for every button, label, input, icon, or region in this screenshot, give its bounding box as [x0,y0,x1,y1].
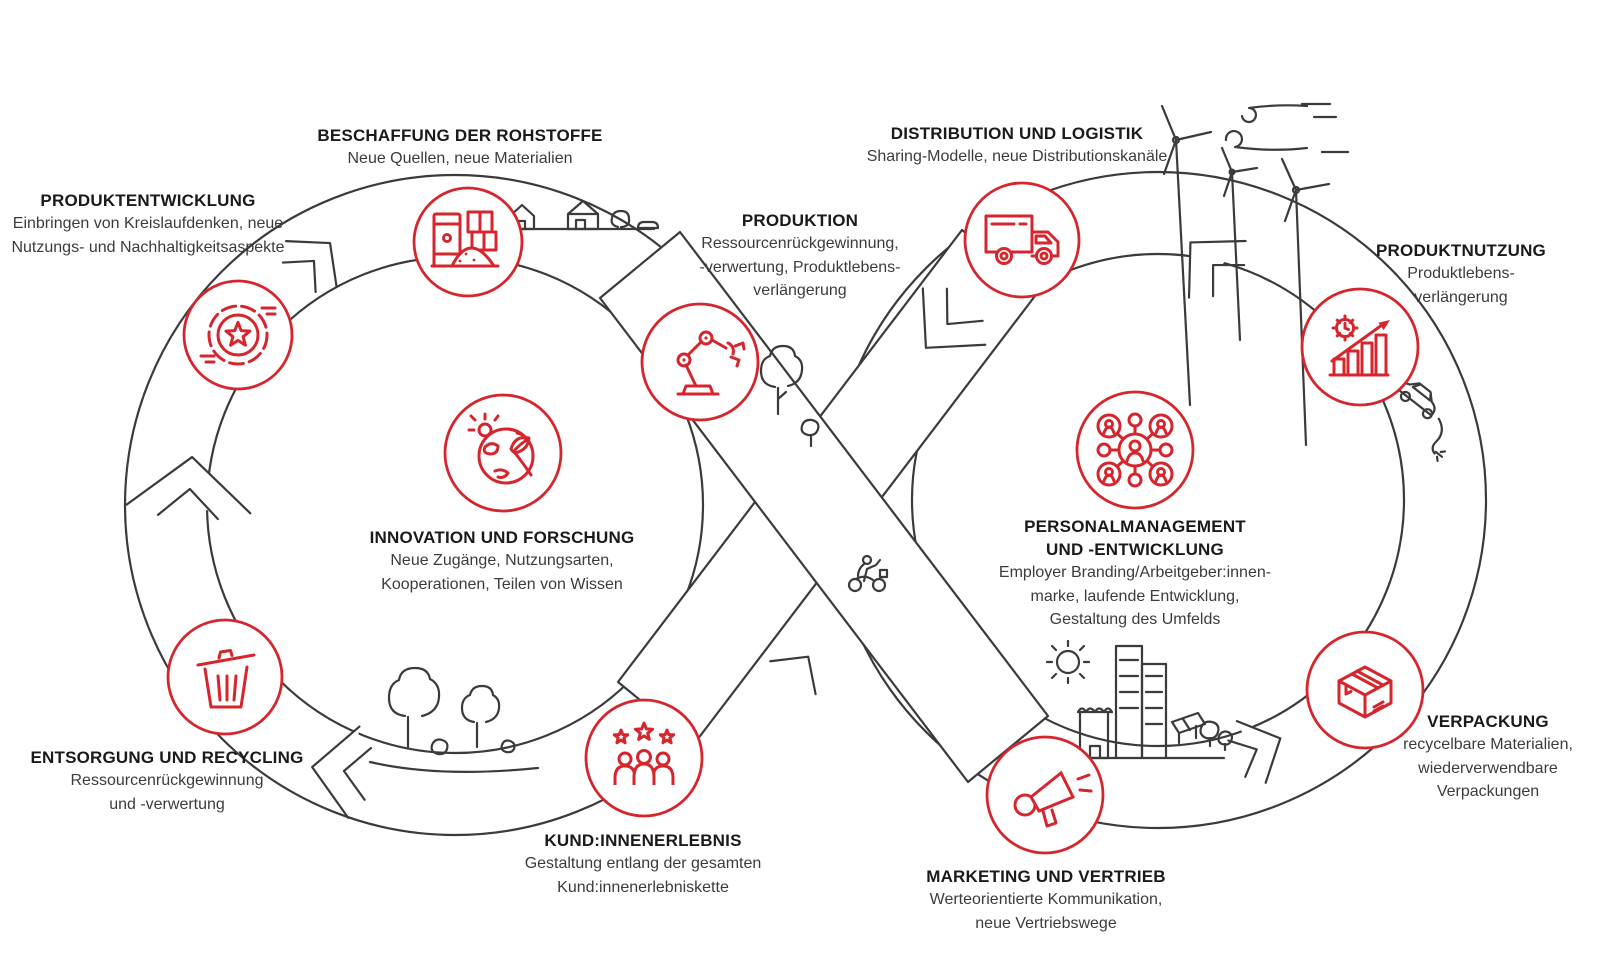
node-label-personalmanagement: PERSONALMANAGEMENT UND -ENTWICKLUNG Empl… [955,515,1315,632]
wind-turbine-icon [1160,104,1331,447]
node-title: INNOVATION UND FORSCHUNG [369,528,635,547]
network-person-icon [1096,413,1174,487]
node-subtitle: verlängerung [753,282,847,299]
node-label-entsorgung-und-recycling: ENTSORGUNG UND RECYCLING Ressourcenrückg… [7,746,327,816]
electric-car-plug-icon [1395,382,1447,463]
node-subtitle: neue Vertriebswege [975,914,1117,932]
scooter-rider-icon [847,554,889,593]
node-subtitle: marke, laufende Entwicklung, [1030,587,1240,605]
package-box-icon [1305,630,1425,750]
node-subtitle: Neue Quellen, neue Materialien [347,150,573,167]
node-title: DISTRIBUTION UND LOGISTIK [890,124,1144,143]
node-subtitle: Gestaltung entlang der gesamten [524,855,762,872]
node-subtitle: Ressourcenrückgewinnung [70,772,264,789]
customers-stars-icon [584,698,704,818]
node-title: PRODUKTENTWICKLUNG [40,191,256,210]
node-subtitle: verlängerung [1414,288,1508,306]
node-label-beschaffung-der-rohstoffe: BESCHAFFUNG DER ROHSTOFFE Neue Quellen, … [290,124,630,171]
growth-chart-icon [1300,287,1420,407]
node-label-verpackung: VERPACKUNG recycelbare Materialien, wied… [1378,710,1598,804]
robot-arm-icon [640,302,760,422]
badge-star-icon [182,279,294,391]
raw-materials-icon [412,186,524,298]
node-subtitle: Werteorientierte Kommunikation, [929,891,1163,908]
node-subtitle: Nutzungs- und Nachhaltigkeitsaspekte [11,238,285,256]
arrow-down-left-icon [921,287,987,349]
node-title: KUND:INNENERLEBNIS [544,831,742,850]
people-network-icon [1075,390,1195,510]
node-label-marketing-und-vertrieb: MARKETING UND VERTRIEB Werteorientierte … [886,865,1206,935]
megaphone-icon [985,735,1105,855]
node-title: PRODUKTION [741,211,859,230]
node-subtitle: wiederverwendbare [1418,759,1558,777]
arrow-right-icon [1227,720,1282,784]
arrow-up-left-icon [1187,239,1247,299]
node-label-produktnutzung: PRODUKTNUTZUNG Produktlebens- verlängeru… [1351,239,1571,309]
node-title: PRODUKTNUTZUNG [1376,241,1546,260]
node-label-kundinnenerlebnis: KUND:INNENERLEBNIS Gestaltung entlang de… [483,829,803,899]
node-title: MARKETING UND VERTRIEB [926,867,1166,886]
farm-village-icon [500,199,660,231]
arrow-up-right-icon [281,240,338,294]
node-subtitle: Gestaltung des Umfelds [1049,611,1221,628]
arrow-up-right-small-icon [769,655,817,696]
node-title: UND -ENTWICKLUNG [1046,540,1224,559]
node-subtitle: und -verwertung [109,795,225,813]
trash-bin-icon [166,618,284,736]
node-subtitle: Neue Zugänge, Nutzungsarten, [390,552,614,569]
node-subtitle: Employer Branding/Arbeitgeber:innen- [998,564,1272,581]
globe-leaf-icon [443,393,563,513]
tree-icon [759,344,820,448]
arrow-left-icon [311,725,373,819]
node-subtitle: recycelbare Materialien, [1403,736,1573,753]
node-subtitle: Verpackungen [1436,783,1540,800]
node-subtitle: Produktlebens- [1407,265,1515,282]
node-title: VERPACKUNG [1427,712,1549,731]
node-subtitle: Einbringen von Kreislaufdenken, neue [12,215,284,232]
node-label-innovation-und-forschung: INNOVATION UND FORSCHUNG Neue Zugänge, N… [342,526,662,596]
node-subtitle: -verwertung, Produktlebens- [699,258,901,276]
node-subtitle: Kund:innenerlebniskette [557,878,729,896]
node-subtitle: Kooperationen, Teilen von Wissen [381,575,623,593]
trees-icon [368,666,540,773]
node-subtitle: Ressourcenrückgewinnung, [701,235,899,252]
node-title: BESCHAFFUNG DER ROHSTOFFE [317,126,603,145]
node-subtitle: Sharing-Modelle, neue Distributionskanäl… [866,148,1168,165]
node-label-produktentwicklung: PRODUKTENTWICKLUNG Einbringen von Kreisl… [0,189,298,259]
node-label-distribution-und-logistik: DISTRIBUTION UND LOGISTIK Sharing-Modell… [827,122,1207,169]
node-title: ENTSORGUNG UND RECYCLING [30,748,304,767]
sun-icon [1045,639,1091,685]
arrow-up-icon [125,455,252,521]
node-label-produktion: PRODUKTION Ressourcenrückgewinnung, -ver… [650,209,950,303]
truck-icon [963,181,1081,299]
node-title: PERSONALMANAGEMENT [1024,517,1246,536]
wind-swirl-icon [1224,102,1350,154]
city-solar-icon [1070,644,1234,760]
